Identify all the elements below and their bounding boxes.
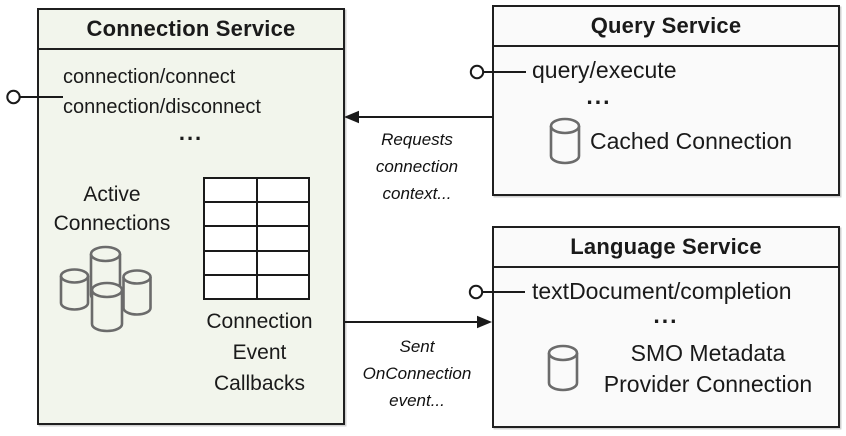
smo-metadata-provider-label: SMO Metadata Provider Connection	[603, 340, 813, 397]
language-service-box: Language Service textDocument/completion…	[492, 226, 840, 428]
connection-service-title: Connection Service	[39, 10, 343, 50]
requests-connection-arrow	[344, 110, 493, 124]
table-cell	[257, 179, 308, 202]
query-service-box: Query Service query/execute ... Cached C…	[492, 5, 840, 196]
language-service-title: Language Service	[494, 228, 838, 268]
sent-onconnection-arrow	[345, 315, 492, 329]
connection-event-callbacks-label: Connection Event Callbacks	[206, 310, 313, 395]
connection-interface-lollipop	[6, 89, 63, 105]
table-cell	[257, 227, 308, 250]
table-cell	[205, 179, 256, 202]
connection-methods-ellipsis: ...	[178, 120, 204, 145]
table-cell	[205, 227, 256, 250]
table-cell	[257, 251, 308, 274]
database-cluster-icon	[59, 245, 152, 333]
table-cell	[257, 275, 308, 298]
method-query-execute: query/execute	[532, 57, 677, 83]
method-connection-connect: connection/connect	[63, 66, 236, 88]
query-methods-ellipsis: ...	[586, 83, 612, 109]
language-interface-lollipop	[468, 284, 525, 300]
query-interface-lollipop	[469, 64, 526, 80]
database-icon	[549, 117, 581, 165]
query-service-title: Query Service	[494, 7, 838, 47]
database-icon	[547, 344, 579, 392]
callback-table-icon	[203, 177, 310, 300]
table-cell	[257, 203, 308, 226]
table-cell	[205, 203, 256, 226]
requests-connection-context-label: Requests connection context...	[375, 130, 459, 203]
connection-service-methods: connection/connect connection/disconnect	[63, 62, 261, 122]
language-methods-ellipsis: ...	[653, 302, 679, 328]
table-cell	[205, 251, 256, 274]
method-connection-disconnect: connection/disconnect	[63, 96, 261, 118]
connection-service-box: Connection Service connection/connect co…	[37, 8, 345, 425]
method-textdocument-completion: textDocument/completion	[532, 278, 792, 304]
table-cell	[205, 275, 256, 298]
active-connections-label: Active Connections	[53, 183, 171, 235]
sent-onconnection-event-label: Sent OnConnection event...	[362, 337, 472, 410]
cached-connection-label: Cached Connection	[590, 127, 793, 154]
